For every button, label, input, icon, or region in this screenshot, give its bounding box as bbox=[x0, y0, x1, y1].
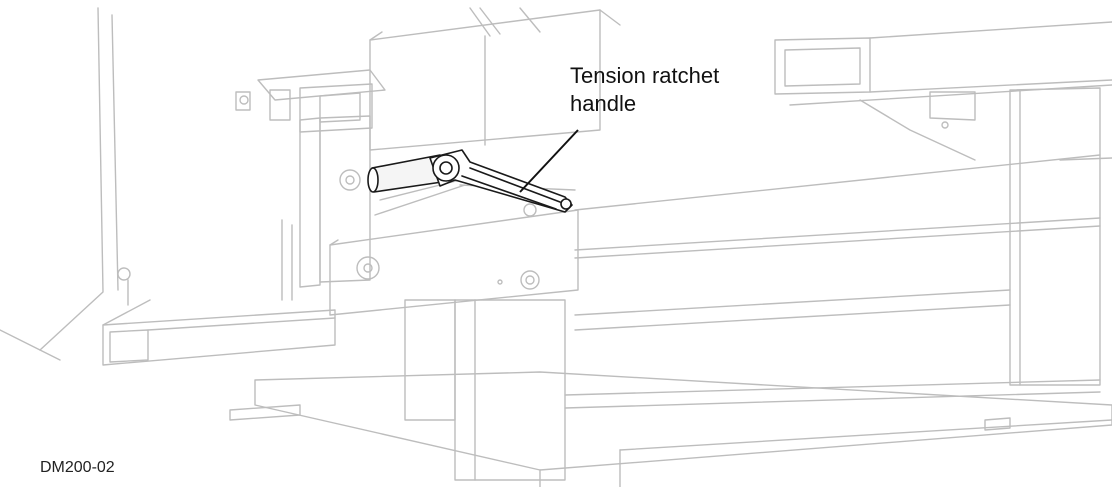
top-beam bbox=[369, 7, 621, 151]
main-rails bbox=[564, 154, 1101, 409]
right-frame bbox=[859, 87, 1112, 386]
callout-label: Tension ratchet handle bbox=[570, 62, 800, 118]
bottom-left-tube bbox=[102, 299, 336, 366]
left-cabinet bbox=[0, 7, 131, 361]
central-column bbox=[404, 299, 566, 481]
callout-leader-line bbox=[519, 129, 579, 193]
tension-ratchet-handle bbox=[367, 149, 573, 213]
callout-line-2: handle bbox=[570, 91, 637, 116]
figure-id-label: DM200-02 bbox=[40, 459, 115, 476]
base-plate bbox=[229, 371, 1112, 487]
callout-line-1: Tension ratchet bbox=[570, 63, 720, 88]
left-clamp-assembly bbox=[235, 69, 386, 301]
